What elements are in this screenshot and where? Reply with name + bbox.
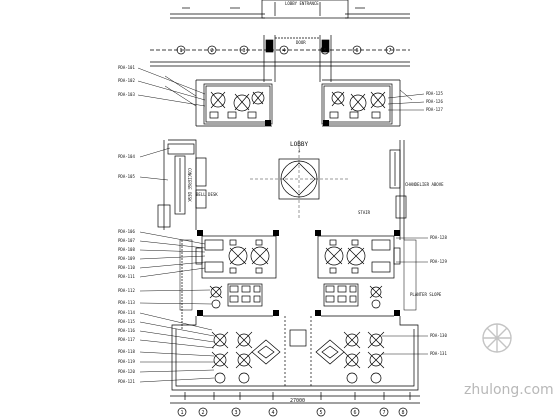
watermark: zhulong.com bbox=[464, 323, 554, 398]
left-tag: PDA-101 bbox=[118, 65, 135, 70]
upper-left-lounge bbox=[203, 83, 273, 125]
middle-right-lounge bbox=[317, 235, 401, 279]
left-tag: PDA-110 bbox=[118, 265, 135, 270]
dining-left bbox=[179, 239, 263, 330]
left-tag: PDA-111 bbox=[118, 274, 135, 279]
left-tag: PDA-112 bbox=[118, 288, 135, 293]
bottom-grid-axis bbox=[170, 392, 420, 417]
planter-label: PLANTER SLOPE bbox=[410, 292, 442, 297]
bottom-grid-label: 6 bbox=[353, 410, 356, 416]
top-grid-label: 5 bbox=[323, 48, 326, 54]
lobby-sub-label: 1 bbox=[298, 148, 301, 153]
terrace bbox=[171, 315, 419, 391]
top-grid-label: 7 bbox=[388, 48, 391, 54]
right-tag: PDA-127 bbox=[426, 107, 443, 112]
dining-right bbox=[323, 239, 417, 311]
stair-label: STAIR bbox=[358, 210, 371, 215]
left-tag: PDA-109 bbox=[118, 256, 135, 261]
left-tag: PDA-104 bbox=[118, 154, 135, 159]
left-tag: PDA-120 bbox=[118, 369, 135, 374]
left-leaders bbox=[137, 67, 215, 383]
plan-labels: LOBBY ENTRANCE LOBBY 1 CHANDELIER ABOVE … bbox=[187, 1, 444, 404]
left-tag: PDA-103 bbox=[118, 92, 135, 97]
left-tag: PDA-121 bbox=[118, 379, 135, 384]
left-tag: PDA-102 bbox=[118, 78, 135, 83]
left-tag-labels: PDA-101 PDA-102 PDA-103 PDA-104 PDA-105 … bbox=[118, 65, 135, 384]
right-tag: PDA-128 bbox=[430, 235, 447, 240]
left-tag: PDA-107 bbox=[118, 238, 135, 243]
left-tag: PDA-106 bbox=[118, 229, 135, 234]
right-tag: PDA-125 bbox=[426, 91, 443, 96]
left-tag: PDA-117 bbox=[118, 337, 135, 342]
top-grid-axis bbox=[150, 45, 410, 67]
top-grid-labels: 1 2 3 4 5 6 7 bbox=[179, 48, 391, 54]
bottom-grid-label: 3 bbox=[234, 410, 237, 416]
right-leaders bbox=[382, 93, 428, 355]
upper-right-lounge bbox=[321, 83, 393, 125]
columns bbox=[197, 120, 400, 316]
bottom-dimension: 27000 bbox=[290, 398, 305, 404]
entrance-area bbox=[170, 0, 410, 82]
right-tag-labels: PDA-125 PDA-126 PDA-127 PDA-128 PDA-129 … bbox=[426, 91, 447, 356]
bottom-grid-label: 5 bbox=[319, 410, 322, 416]
door-label: DOOR bbox=[296, 40, 306, 45]
bottom-grid-label: 1 bbox=[180, 410, 183, 416]
left-tag: PDA-114 bbox=[118, 310, 135, 315]
chandelier-label: CHANDELIER ABOVE bbox=[405, 182, 444, 187]
left-tag: PDA-118 bbox=[118, 349, 135, 354]
left-tag: PDA-116 bbox=[118, 328, 135, 333]
bottom-grid-label: 8 bbox=[401, 410, 404, 416]
left-tag: PDA-119 bbox=[118, 359, 135, 364]
left-tag: PDA-115 bbox=[118, 319, 135, 324]
watermark-logo-icon bbox=[482, 323, 512, 353]
top-grid-label: 4 bbox=[282, 48, 285, 54]
bottom-grid-label: 2 bbox=[201, 410, 204, 416]
concierge-label: CONCIERGE DESK bbox=[187, 168, 192, 202]
lounge-walls bbox=[164, 75, 413, 127]
bottom-grid-labels: 1 2 3 4 5 6 7 8 bbox=[180, 410, 404, 416]
lobby-label: LOBBY bbox=[290, 141, 308, 148]
watermark-text: zhulong.com bbox=[464, 382, 554, 398]
bottom-grid-label: 7 bbox=[382, 410, 385, 416]
right-tag: PDA-126 bbox=[426, 99, 443, 104]
right-tag: PDA-131 bbox=[430, 351, 447, 356]
left-tag: PDA-113 bbox=[118, 300, 135, 305]
left-tag: PDA-105 bbox=[118, 174, 135, 179]
top-grid-label: 2 bbox=[210, 48, 213, 54]
right-tag: PDA-130 bbox=[430, 333, 447, 338]
right-tag: PDA-129 bbox=[430, 259, 447, 264]
left-tag: PDA-108 bbox=[118, 247, 135, 252]
top-grid-label: 1 bbox=[179, 48, 182, 54]
entrance-label: LOBBY ENTRANCE bbox=[285, 1, 319, 6]
bottom-grid-label: 4 bbox=[271, 410, 274, 416]
main-lobby bbox=[157, 139, 407, 240]
top-grid-label: 6 bbox=[355, 48, 358, 54]
bell-desk-label: BELL DESK bbox=[196, 192, 218, 197]
top-grid-label: 3 bbox=[242, 48, 245, 54]
middle-left-lounge bbox=[195, 235, 277, 279]
